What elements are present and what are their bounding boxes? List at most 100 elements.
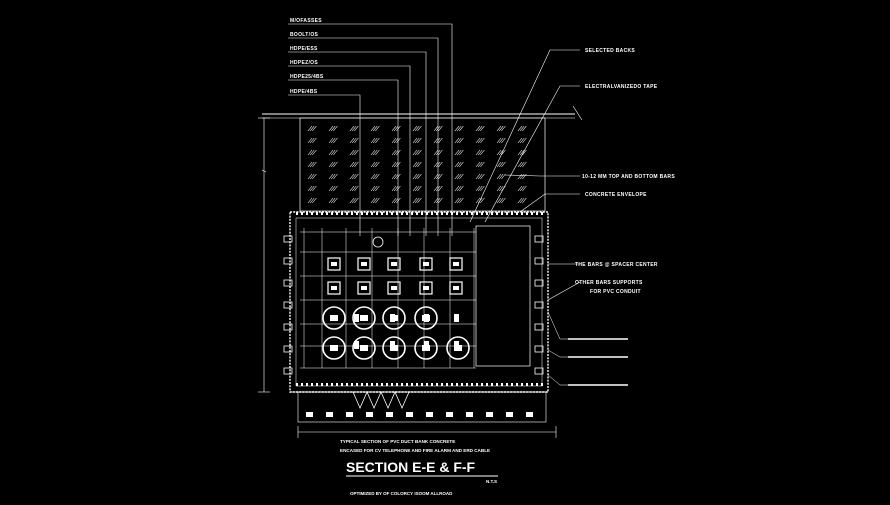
hatch-mark xyxy=(351,185,357,192)
hatch-mark xyxy=(309,161,315,168)
hatch-mark xyxy=(517,149,523,156)
round-conduit xyxy=(382,306,406,330)
round-conduit xyxy=(382,336,406,360)
envelope-dot xyxy=(386,212,388,215)
conduit-cell xyxy=(449,281,463,295)
spacer-right xyxy=(534,235,544,243)
hatch-mark xyxy=(351,125,357,132)
hatch-mark xyxy=(349,125,355,132)
hatch-mark xyxy=(456,137,462,144)
hatch-mark xyxy=(438,149,443,156)
right-label-4: THE BARS @ SPACER CENTER xyxy=(575,262,658,268)
envelope-dot xyxy=(366,212,368,215)
hatch-mark xyxy=(307,197,313,204)
conduit-core xyxy=(423,262,429,266)
hatch-mark xyxy=(519,149,525,156)
envelope-dot xyxy=(481,212,483,215)
hatch-mark xyxy=(438,137,443,144)
hatch-mark xyxy=(370,197,376,204)
conduit-cell xyxy=(419,257,433,271)
hatch-mark xyxy=(459,137,464,144)
hatch-mark xyxy=(517,173,523,180)
envelope-dot xyxy=(501,212,503,215)
footing-marks xyxy=(306,412,533,417)
hatch-mark xyxy=(498,149,504,156)
hatch-mark xyxy=(454,125,460,132)
spacer-left xyxy=(283,301,293,309)
envelope-dot xyxy=(541,212,543,215)
envelope-dot xyxy=(476,212,478,215)
hatch-mark xyxy=(438,161,443,168)
envelope-dot xyxy=(316,383,318,386)
hatch-mark xyxy=(333,137,338,144)
spacer-marks xyxy=(283,212,544,386)
envelope-dot xyxy=(541,383,543,386)
hatch-mark xyxy=(333,185,338,192)
hatch-mark xyxy=(349,161,355,168)
conduit-core xyxy=(330,315,338,321)
envelope-dot xyxy=(426,212,428,215)
right-label-3: CONCRETE ENVELOPE xyxy=(585,192,647,198)
note-line-2: ENCASED FOR CV TELEPHONE AND FIRE ALARM … xyxy=(340,448,490,453)
callout-bars xyxy=(568,338,628,386)
conduit-core xyxy=(360,345,368,351)
hatch-mark xyxy=(372,185,378,192)
hatch-mark xyxy=(517,125,523,132)
hatch-mark xyxy=(330,137,336,144)
left-leader xyxy=(288,94,361,236)
envelope-dot xyxy=(361,383,363,386)
hatch-mark xyxy=(501,125,506,132)
hatch-mark xyxy=(477,125,483,132)
hatch-mark xyxy=(414,197,420,204)
right-leaders xyxy=(469,49,581,301)
hatch-mark xyxy=(519,137,525,144)
hatch-mark xyxy=(412,137,418,144)
hatch-mark xyxy=(475,125,481,132)
envelope-dot xyxy=(301,212,303,215)
hatch-mark xyxy=(417,173,422,180)
envelope-dot xyxy=(351,212,353,215)
hatch-mark xyxy=(372,137,378,144)
envelope-dot xyxy=(386,383,388,386)
round-conduit xyxy=(352,336,376,360)
hatch-mark xyxy=(414,137,420,144)
hatch-mark xyxy=(312,197,317,204)
footing-block xyxy=(306,412,313,417)
round-conduit xyxy=(322,306,346,330)
conduit-core xyxy=(423,286,429,290)
hatch-mark xyxy=(393,125,399,132)
envelope-dot xyxy=(391,383,393,386)
envelope-dot xyxy=(496,383,498,386)
hatch-mark xyxy=(412,125,418,132)
envelope-dot xyxy=(466,383,468,386)
hatch-mark xyxy=(372,197,378,204)
hatch-mark xyxy=(522,185,527,192)
hatch-mark xyxy=(330,161,336,168)
footing-block xyxy=(446,412,453,417)
envelope-dot xyxy=(436,383,438,386)
footing-block xyxy=(526,412,533,417)
hatch-mark xyxy=(417,197,422,204)
envelope-dot xyxy=(351,383,353,386)
hatch-mark xyxy=(391,173,397,180)
hatch-mark xyxy=(456,197,462,204)
hatch-mark xyxy=(330,185,336,192)
hatch-mark xyxy=(519,161,525,168)
hatch-mark xyxy=(475,161,481,168)
hatch-mark xyxy=(307,137,313,144)
conduit-core xyxy=(354,314,359,322)
spacer-right xyxy=(534,345,544,353)
envelope-dot xyxy=(536,383,538,386)
spacer-left xyxy=(283,279,293,287)
conduit-core xyxy=(331,262,337,266)
envelope-dot xyxy=(511,383,513,386)
hatch-mark xyxy=(312,161,317,168)
hatch-mark xyxy=(496,149,502,156)
hatch-mark xyxy=(459,197,464,204)
round-conduits xyxy=(322,236,470,360)
hatch-mark xyxy=(433,137,439,144)
envelope-dot xyxy=(526,212,528,215)
hatch-mark xyxy=(330,125,336,132)
envelope-dot xyxy=(326,383,328,386)
hatch-mark xyxy=(393,197,399,204)
